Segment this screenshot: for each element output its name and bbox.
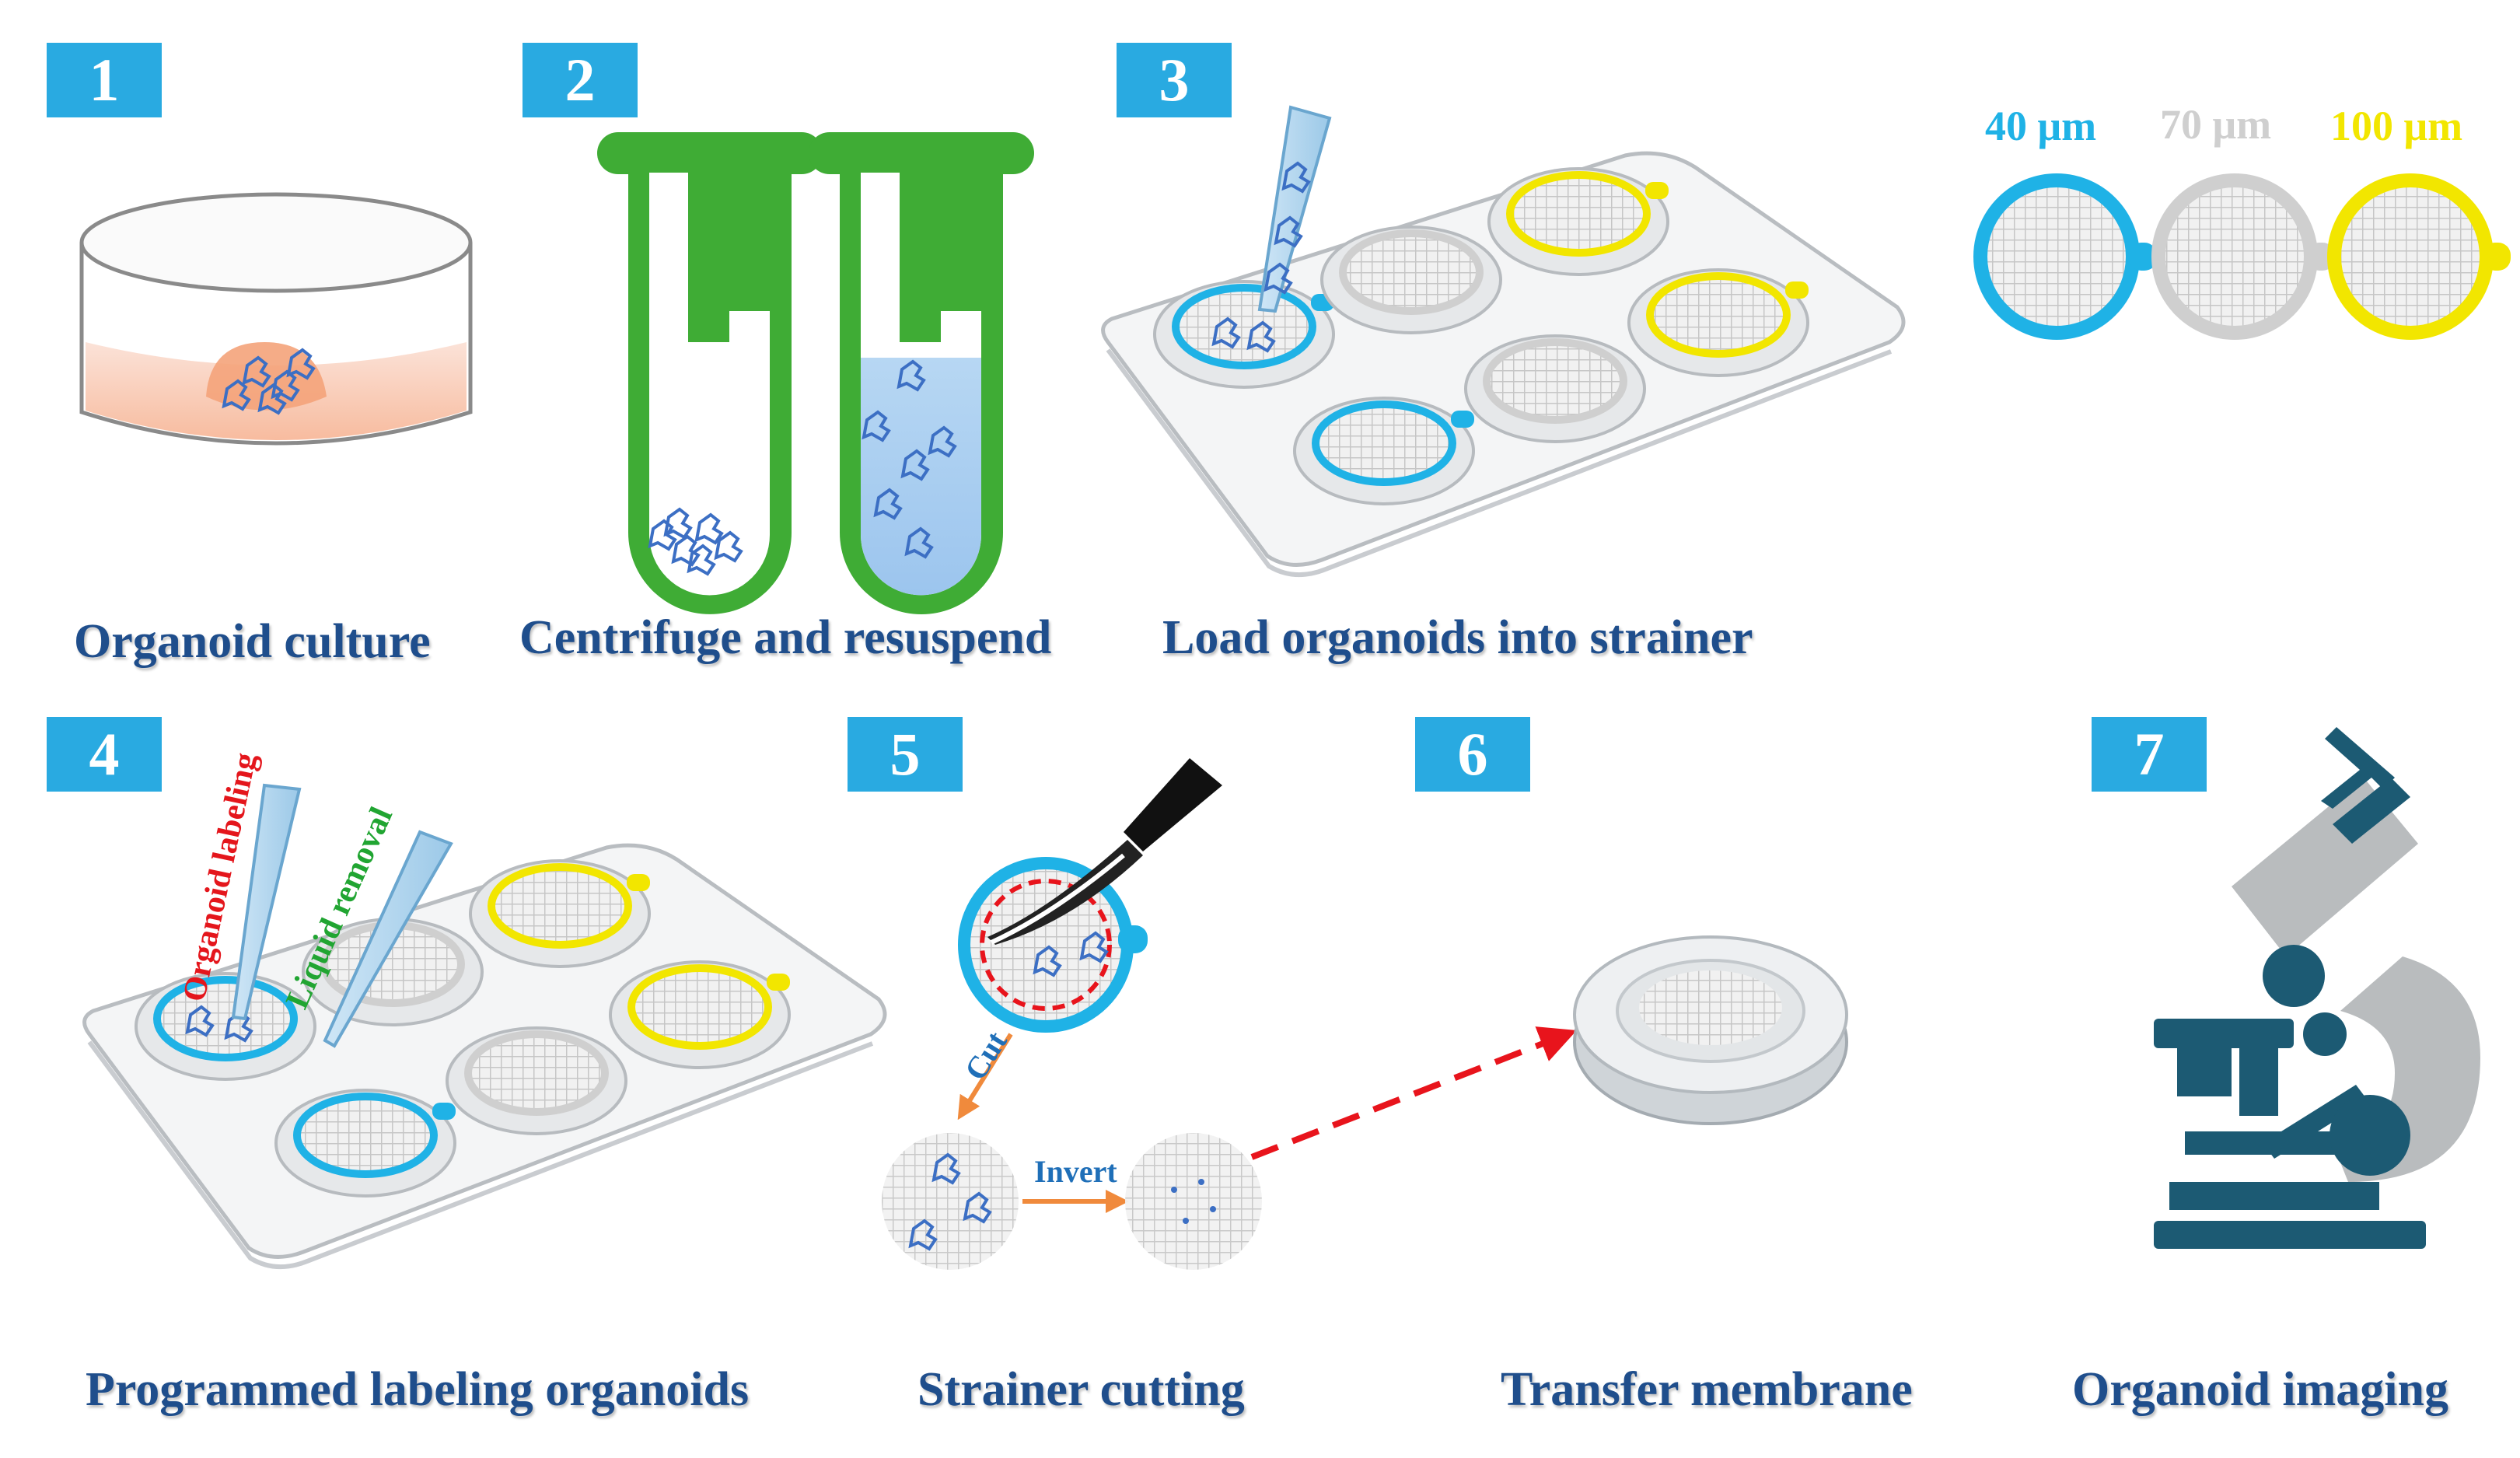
membrane-dish xyxy=(1573,935,1848,1125)
well-4-b1 xyxy=(274,1089,456,1198)
well-4-b3 xyxy=(609,960,791,1069)
step-4-number: 4 xyxy=(89,720,120,788)
petri-dish xyxy=(79,192,473,446)
step-5-number: 5 xyxy=(890,720,921,788)
inverted-membrane xyxy=(1125,1133,1262,1270)
pipette-step3 xyxy=(1257,105,1332,313)
strainer-size-legend: 40 μm 70 μm 100 μm xyxy=(1973,101,2511,340)
strainer-100 xyxy=(2327,173,2511,340)
well-plate-step4: Organoid labeling Liquid removal xyxy=(82,750,887,1270)
step-6-badge: 6 xyxy=(1415,717,1530,792)
well-a2 xyxy=(1320,226,1502,334)
well-b2 xyxy=(1464,334,1646,443)
well-4-a3 xyxy=(469,859,651,968)
step-3-number: 3 xyxy=(1159,46,1190,114)
microscope-icon xyxy=(2154,727,2480,1249)
tube-pellet xyxy=(597,132,823,614)
step-5-caption: Strainer cutting xyxy=(917,1363,1245,1416)
step-4-caption: Programmed labeling organoids xyxy=(86,1363,750,1416)
strainer-40-label: 40 μm xyxy=(1985,103,2096,149)
strainer-100-label: 100 μm xyxy=(2330,103,2462,149)
strainer-cutting: Cut Invert xyxy=(882,758,1577,1270)
well-b3 xyxy=(1627,268,1809,377)
knife-icon xyxy=(987,758,1222,945)
step-6-caption: Transfer membrane xyxy=(1501,1363,1913,1416)
step-7-caption: Organoid imaging xyxy=(2072,1363,2449,1416)
step-2-caption: Centrifuge and resuspend xyxy=(519,611,1052,664)
well-a1 xyxy=(1153,280,1335,389)
step-1-badge: 1 xyxy=(47,43,162,117)
strainer-70-label: 70 μm xyxy=(2160,101,2271,148)
cut-membrane xyxy=(882,1133,1019,1270)
tube-resuspended xyxy=(809,132,1034,614)
step-1-caption: Organoid culture xyxy=(74,615,431,668)
well-plate-step3 xyxy=(1101,105,1906,578)
step-3-caption: Load organoids into strainer xyxy=(1162,611,1753,664)
step-2-badge: 2 xyxy=(523,43,638,117)
pipette-removal xyxy=(323,830,453,1048)
strainer-70 xyxy=(2151,173,2335,340)
well-a3 xyxy=(1487,167,1669,276)
step-5-badge: 5 xyxy=(848,717,963,792)
step-4-badge: 4 xyxy=(47,717,162,792)
pipette-labeling xyxy=(231,783,302,1021)
step-3-badge: 3 xyxy=(1117,43,1232,117)
invert-label: Invert xyxy=(1034,1154,1117,1189)
step-7-badge: 7 xyxy=(2092,717,2207,792)
well-b1 xyxy=(1293,397,1475,505)
step-2-number: 2 xyxy=(564,46,596,114)
well-4-b2 xyxy=(446,1026,627,1135)
strainer-40 xyxy=(1973,173,2157,340)
well-4-a1 xyxy=(135,972,316,1081)
cut-label: Cut xyxy=(957,1025,1014,1086)
step-7-number: 7 xyxy=(2134,720,2165,788)
step-1-number: 1 xyxy=(89,46,120,114)
step-6-number: 6 xyxy=(1457,720,1488,788)
